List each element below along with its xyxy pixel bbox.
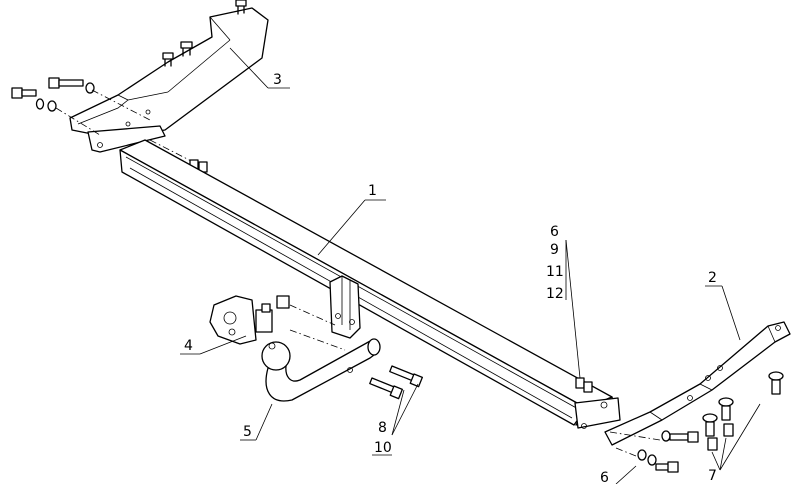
- left-mounting-bracket: [69, 0, 269, 153]
- right-mounting-bracket: [604, 321, 791, 451]
- callout-7: 7: [708, 468, 717, 484]
- right-bracket-bolts: [609, 430, 699, 473]
- callout-11: 11: [546, 264, 564, 280]
- main-crossbeam: [119, 139, 621, 429]
- callout-1: 1: [368, 183, 377, 199]
- callout-leaders: [180, 47, 761, 484]
- left-bracket-bolts: [11, 77, 208, 173]
- callout-8: 8: [378, 420, 387, 436]
- socket-plate: [209, 295, 336, 345]
- callout-5: 5: [243, 424, 252, 440]
- callout-2: 2: [708, 270, 717, 286]
- callout-12: 12: [546, 286, 564, 302]
- tow-ball-bolts: [369, 365, 423, 400]
- callout-9: 9: [550, 242, 559, 258]
- callout-4: 4: [184, 338, 193, 354]
- tow-ball-neck: [261, 329, 381, 402]
- callout-3: 3: [273, 72, 282, 88]
- callout-10: 10: [374, 440, 392, 456]
- callout-6-top: 6: [550, 224, 559, 240]
- callout-6-bottom: 6: [600, 470, 609, 484]
